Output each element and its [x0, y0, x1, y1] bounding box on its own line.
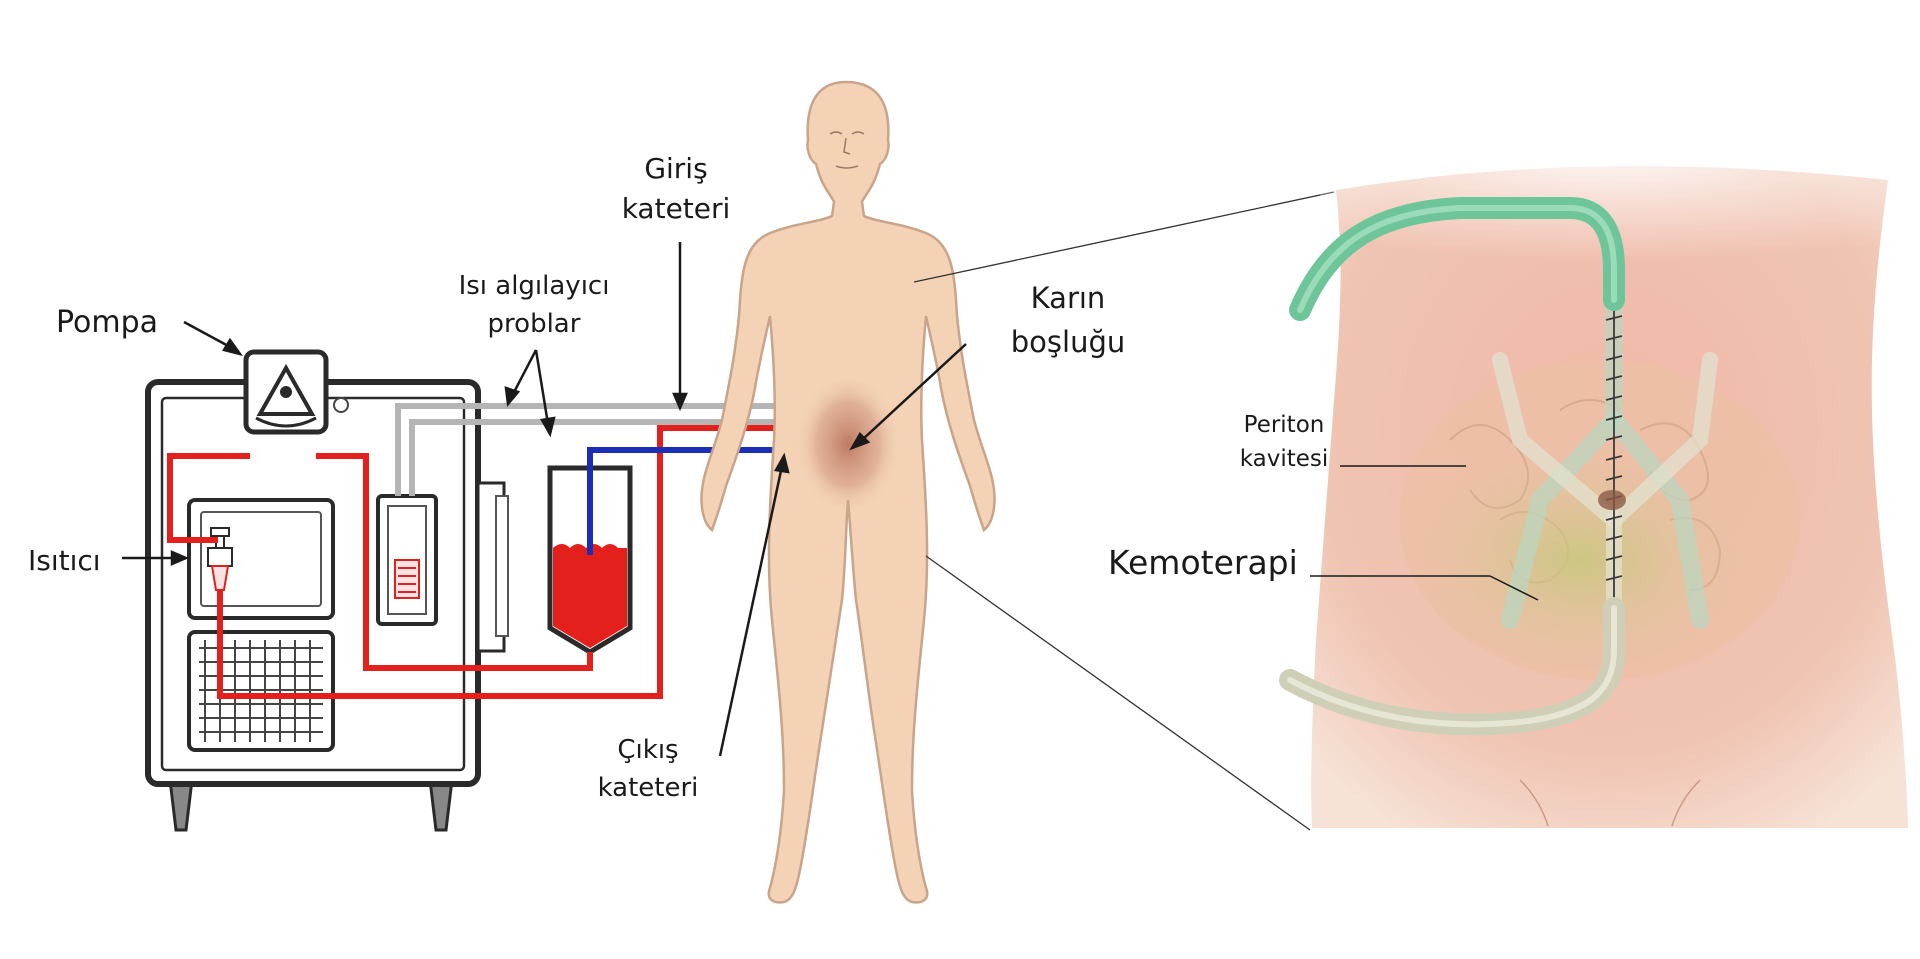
label-kemoterapi: Kemoterapi — [1108, 543, 1298, 582]
label-isi-algilayici-line1: Isı algılayıcı — [459, 271, 610, 301]
abdominal-cavity-highlight — [796, 374, 900, 514]
labels: Pompa Isıtıcı Isı algılayıcı problar Gir… — [28, 152, 1328, 803]
hipec-machine — [145, 349, 852, 832]
red-tube-loop — [167, 453, 250, 543]
machine-leg-left — [168, 778, 194, 832]
zoom-line-top — [913, 191, 1335, 283]
chemotherapy-fluid — [1420, 450, 1740, 670]
abdomen-closeup — [1279, 150, 1908, 829]
label-isi-algilayici-line2: problar — [488, 309, 581, 339]
label-isitici: Isıtıcı — [28, 544, 101, 577]
label-giris-line1: Giriş — [644, 152, 707, 185]
label-pompa: Pompa — [56, 305, 158, 340]
human-figure — [700, 80, 1335, 904]
machine-leg-right — [428, 778, 454, 832]
heater-element — [207, 527, 233, 591]
label-karin-line1: Karın — [1031, 281, 1106, 315]
label-karin-line2: boşluğu — [1011, 325, 1126, 359]
label-giris-line2: kateteri — [622, 192, 731, 225]
indicator-light — [333, 397, 349, 413]
label-periton-line1: Periton — [1244, 412, 1325, 438]
zoom-line-bottom — [925, 555, 1311, 831]
leader-lines — [122, 242, 1539, 757]
label-periton-line2: kavitesi — [1240, 446, 1329, 472]
label-cikis-line2: kateteri — [598, 773, 699, 803]
label-cikis-line1: Çıkış — [617, 735, 678, 765]
